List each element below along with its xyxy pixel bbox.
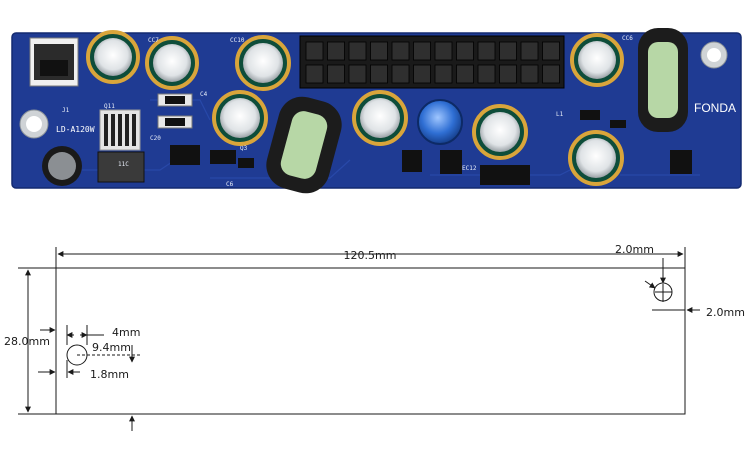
fan-connector: J1 xyxy=(29,37,79,114)
capacitor-2: CC7 xyxy=(145,36,199,90)
atx-pin xyxy=(391,64,410,84)
pcb-board: J1 CC7 CC10 CC6 xyxy=(11,28,742,194)
atx-pin xyxy=(327,64,345,84)
atx-pin xyxy=(520,41,539,61)
silk-ec12: EC12 xyxy=(462,165,477,172)
atx-pin xyxy=(520,64,539,84)
atx-pin xyxy=(370,41,388,61)
atx-pin xyxy=(305,64,324,84)
model-label: LD-A120W xyxy=(56,125,95,134)
dimension-drawing xyxy=(18,247,700,431)
hole-left-label: 1.8mm xyxy=(90,368,129,381)
capacitor-cc6: CC6 xyxy=(570,33,633,87)
capacitor-bottom-right xyxy=(568,130,624,186)
brand-label: FONDA xyxy=(694,101,736,115)
atx-pin xyxy=(542,41,560,61)
top-right-top-label: 2.0mm xyxy=(615,243,654,256)
silk-11c: 11C xyxy=(118,161,129,168)
smd-ic-q11: Q11 xyxy=(99,103,141,151)
capacitor-mid-center xyxy=(352,90,408,146)
atx-pin xyxy=(370,64,388,84)
atx-24pin-connector xyxy=(299,35,565,89)
atx-pin xyxy=(327,41,345,61)
silk-j1: J1 xyxy=(62,107,70,114)
mounting-hole-left xyxy=(19,109,49,139)
silk-l1: L1 xyxy=(556,111,564,118)
silk-cc7: CC7 xyxy=(148,37,159,44)
smd-ic-11c: 11C xyxy=(97,151,145,183)
atx-pin xyxy=(542,64,560,84)
length-label: 120.5mm xyxy=(344,249,397,262)
atx-pin xyxy=(477,64,496,84)
silk-c4: C6 xyxy=(226,181,234,188)
atx-pin xyxy=(348,41,367,61)
hole-dia-label: 4mm xyxy=(112,326,140,339)
silk-c6: Q3 xyxy=(240,145,248,152)
capacitor-mid-right: EC12 xyxy=(462,104,528,172)
atx-pin xyxy=(456,41,474,61)
atx-pin xyxy=(413,41,431,61)
capacitor-mid-left xyxy=(212,90,268,146)
smd-parts xyxy=(157,93,692,185)
capacitor-cc7 xyxy=(86,30,140,84)
inductor-center: L1 xyxy=(266,96,564,194)
atx-pin xyxy=(348,64,367,84)
atx-pin xyxy=(499,64,517,84)
atx-pin xyxy=(305,41,324,61)
silk-c20: C20 xyxy=(150,135,161,142)
mounting-hole-right xyxy=(700,41,728,69)
capacitor-blue xyxy=(417,99,463,145)
atx-pin xyxy=(477,41,496,61)
capacitor-small-blk xyxy=(42,146,82,186)
atx-pin xyxy=(499,41,517,61)
atx-pin xyxy=(413,64,431,84)
silk-q11: Q11 xyxy=(104,103,115,110)
top-right-right-label: 2.0mm xyxy=(706,306,745,319)
board-outline xyxy=(55,267,686,415)
height-label: 28.0mm xyxy=(4,335,50,348)
silk-cc10: CC10 xyxy=(230,37,245,44)
capacitor-cc10: CC10 xyxy=(230,35,291,91)
atx-pin xyxy=(434,41,453,61)
atx-pin xyxy=(391,41,410,61)
inductor-right xyxy=(638,28,688,132)
atx-pin xyxy=(434,64,453,84)
silk-q3: C4 xyxy=(200,91,208,98)
hole-bottom-label: 9.4mm xyxy=(92,341,131,354)
silk-cc6: CC6 xyxy=(622,35,633,42)
atx-pin xyxy=(456,64,474,84)
